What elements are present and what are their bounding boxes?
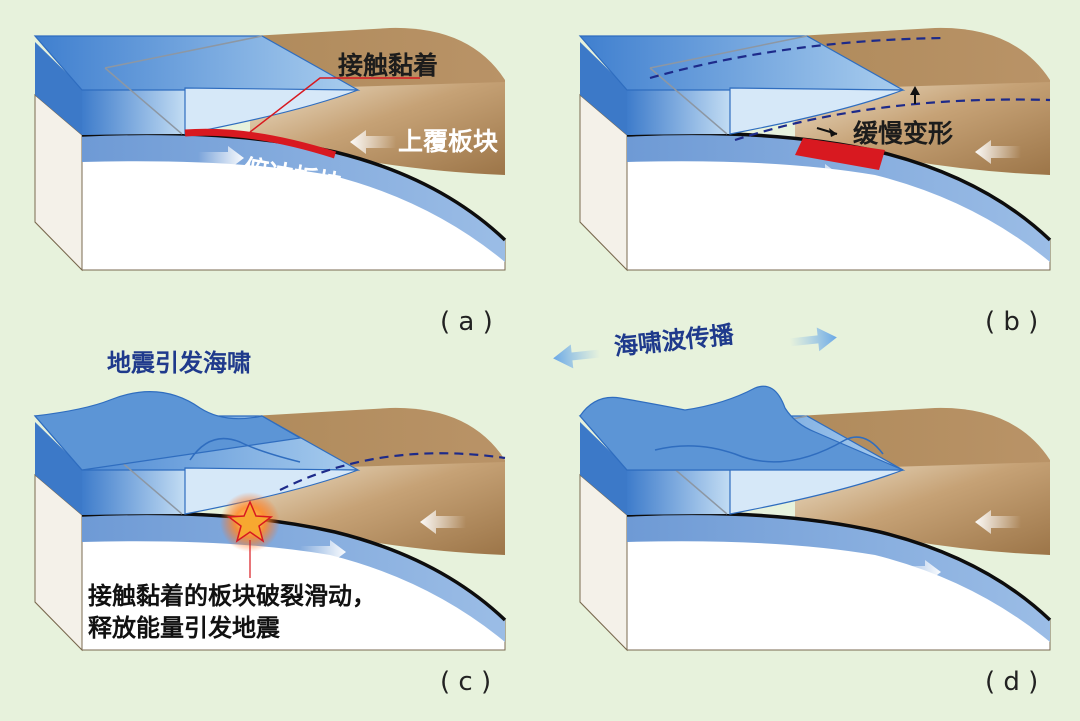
caption-line-2: 释放能量引发地震 [88, 614, 281, 642]
dashed-line-c [279, 452, 506, 491]
panel-c: ( c ) [33, 391, 507, 697]
label-slow-deformation: 缓慢变形 [853, 119, 953, 148]
label-tsunami-propagation: 海啸波传播 [613, 320, 736, 360]
label-overriding-plate: 上覆板块 [398, 127, 498, 156]
panel-label-b: ( b ) [985, 307, 1038, 337]
caption-line-1: 接触黏着的板块破裂滑动， [88, 582, 376, 610]
panel-a: 接触黏着 上覆板块 俯冲板块 ( a ) [33, 26, 507, 337]
propagation-arrow-right [789, 327, 837, 352]
epicenter-star-icon [226, 500, 274, 543]
panel-label-a: ( a ) [440, 307, 493, 337]
panel-label-c: ( c ) [440, 667, 491, 697]
propagation-group: 海啸波传播 [553, 320, 837, 369]
deformed-block [795, 138, 885, 170]
dashed-line-bottom [734, 98, 1051, 142]
panel-d: ( d ) [578, 385, 1052, 697]
label-contact-stick: 接触黏着 [338, 51, 438, 80]
leader-line [249, 77, 420, 133]
wave-crest [189, 437, 301, 463]
dashed-line-top [649, 36, 946, 80]
panel-label-d: ( d ) [985, 667, 1038, 697]
wave-crest-d [654, 436, 884, 463]
tsunami-bulge [33, 391, 302, 471]
panel-b: 缓慢变形 ( b ) [578, 26, 1052, 337]
propagation-arrow-left [553, 344, 601, 369]
contact-zone [184, 128, 337, 159]
label-earthquake-tsunami: 地震引发海啸 [107, 349, 251, 377]
